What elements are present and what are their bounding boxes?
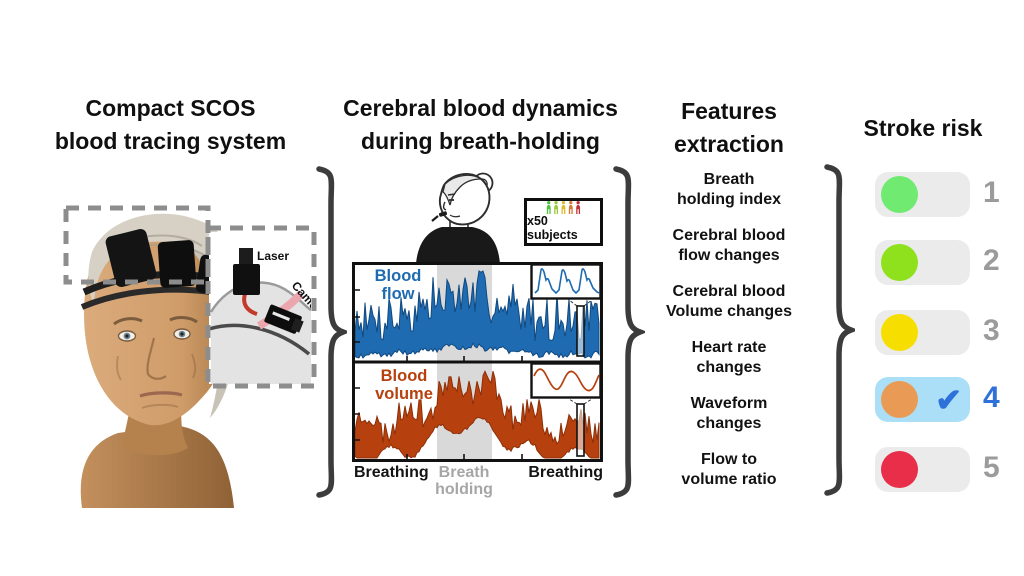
- phase-labels: Breathing Breath holding Breathing: [352, 462, 603, 502]
- dynamics-title-line1: Cerebral blood dynamics: [343, 95, 618, 121]
- risk-dot-2: [881, 244, 918, 281]
- nose: [146, 337, 167, 380]
- laser-body: [233, 264, 260, 295]
- volume-magnifier-slit: [576, 403, 585, 457]
- blood-volume-waveform: [354, 370, 600, 459]
- dynamics-title: Cerebral blood dynamics during breath-ho…: [318, 92, 643, 158]
- risk-title-text: Stroke risk: [863, 115, 983, 141]
- scos-sensor-1: [105, 228, 157, 288]
- hair: [88, 213, 243, 360]
- phase-breathing-right: Breathing: [528, 464, 603, 481]
- risk-pill-2[interactable]: [875, 240, 970, 285]
- phase-breathing-left: Breathing: [354, 464, 429, 481]
- laser-label: Laser: [257, 249, 289, 263]
- blood-flow-waveform: [354, 270, 600, 359]
- features-title-line1: Features: [681, 98, 777, 124]
- person-icon-2: [553, 201, 558, 214]
- person-icon-3: [561, 201, 565, 214]
- risk-dot-5: [881, 451, 918, 488]
- person-icon-1: [546, 201, 551, 214]
- flow-magnifier-slit: [576, 305, 585, 357]
- risk-number-5: 5: [983, 451, 1000, 484]
- brace-after-device: [316, 166, 347, 498]
- risk-pill-1[interactable]: [875, 172, 970, 217]
- brace-after-dynamics: [613, 166, 645, 498]
- volume-inset-wave: [533, 368, 600, 392]
- laser-fiber: [242, 293, 258, 316]
- subjects-count-label: x50 subjects: [527, 214, 578, 242]
- signal-chart: [352, 262, 603, 462]
- person-icon-4: [568, 201, 573, 214]
- neck-shoulders: [80, 425, 234, 508]
- flow-pulse-inset-wave: [534, 268, 600, 295]
- subject-shirt: [416, 227, 500, 264]
- risk-title: Stroke risk: [848, 112, 998, 145]
- check-icon: ✔: [935, 382, 962, 418]
- risk-pill-4[interactable]: ✔: [875, 377, 970, 422]
- mouth: [139, 391, 183, 398]
- detail-zoom-box: [205, 225, 317, 389]
- device-title: Compact SCOS blood tracing system: [28, 92, 313, 158]
- mouthpiece: [438, 211, 448, 217]
- risk-number-4: 4: [983, 381, 1000, 414]
- device-title-line2: blood tracing system: [54, 128, 287, 154]
- brace-after-features: [824, 164, 855, 496]
- camera-body: [264, 304, 304, 334]
- device-detail-inset: Laser Camera: [209, 232, 311, 384]
- scos-sensor-2: [157, 240, 197, 288]
- risk-dot-1: [881, 176, 918, 213]
- risk-number-1: 1: [983, 176, 1000, 209]
- laser-head: [239, 248, 253, 266]
- device-title-line1: Compact SCOS: [85, 95, 256, 121]
- risk-pill-5[interactable]: [875, 447, 970, 492]
- volume-panel-label: Blood volume: [375, 367, 433, 403]
- person-icon-5: [575, 201, 580, 214]
- zoom-callout-boxes: [63, 205, 317, 389]
- cable: [209, 323, 311, 356]
- risk-number-3: 3: [983, 314, 1000, 347]
- volume-inset-box: [530, 362, 602, 399]
- head-zoom-box: [63, 205, 211, 285]
- phase-breath-holding: Breath holding: [435, 464, 493, 498]
- subject-hair: [442, 174, 484, 206]
- breathing-subject-illustration: [416, 172, 500, 264]
- features-title-line2: extraction: [674, 131, 784, 157]
- mouthpiece-tube: [431, 215, 439, 222]
- features-title: Features extraction: [650, 95, 808, 161]
- flow-panel-label: Blood flow: [374, 267, 422, 303]
- dynamics-title-line2: during breath-holding: [361, 128, 600, 154]
- risk-dot-3: [881, 314, 918, 351]
- risk-number-2: 2: [983, 244, 1000, 277]
- subject-icons: [546, 201, 580, 214]
- subjects-cohort-box: x50 subjects: [524, 198, 603, 246]
- risk-pill-3[interactable]: [875, 310, 970, 355]
- risk-dot-4: [881, 381, 918, 418]
